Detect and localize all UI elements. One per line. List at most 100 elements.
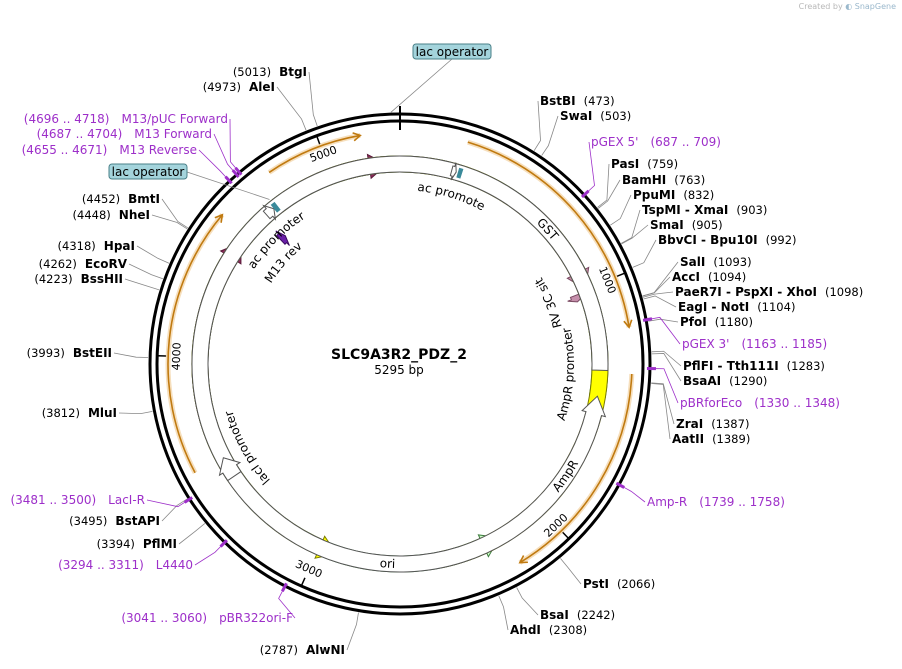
enzyme-leader-line <box>308 71 318 127</box>
enzyme-site[interactable]: AhdI(2308) <box>510 623 587 637</box>
credit-prefix: Created by <box>798 2 843 11</box>
enzyme-site[interactable]: (5013)BtgI <box>233 65 307 79</box>
primer-leader-line <box>278 587 296 619</box>
orf-laci-arrow[interactable] <box>167 214 223 474</box>
enzyme-site[interactable]: PasI(759) <box>611 157 678 171</box>
ampr-promoter-arrow[interactable] <box>191 155 609 573</box>
lac-operator-left-box[interactable]: lac operator <box>108 163 188 180</box>
lac-operator-lac-mark[interactable] <box>270 201 281 213</box>
enzyme-site[interactable]: BsaAI(1290) <box>683 374 767 388</box>
enzyme-label: BstBI(473) <box>540 94 615 108</box>
primer-site[interactable]: (3481 .. 3500)LacI-R <box>10 493 194 507</box>
enzyme-site[interactable]: TspMI - XmaI(903) <box>642 203 767 217</box>
enzyme-site[interactable]: PflFI - Tth111I(1283) <box>683 359 825 373</box>
enzyme-site[interactable]: BstBI(473) <box>540 94 615 108</box>
enzyme-site[interactable]: BbvCI - Bpu10I(992) <box>658 233 797 247</box>
primer-label: (4687 .. 4704)M13 Forward <box>37 127 212 141</box>
primer-leader-line <box>198 149 229 180</box>
enzyme-label: PpuMI(832) <box>633 188 714 202</box>
m13-rev-arrow[interactable] <box>275 230 290 246</box>
enzyme-site[interactable]: PpuMI(832) <box>633 188 714 202</box>
primer-binding-mark <box>219 539 228 548</box>
lac-operator-tac-mark[interactable] <box>456 167 464 179</box>
enzyme-site[interactable]: PfoI(1180) <box>680 315 753 329</box>
enzyme-leader-line <box>346 612 359 651</box>
enzyme-site[interactable]: PaeR7I - PspXI - XhoI(1098) <box>675 285 863 299</box>
lac-operator-top-box[interactable]: lac operator <box>412 43 492 60</box>
primer-label: (3294 .. 3311)L4440 <box>58 558 193 572</box>
lac-operator-top-leader <box>390 58 453 113</box>
primer-site[interactable]: (4687 .. 4704)M13 Forward <box>37 127 240 178</box>
primer-site[interactable]: Amp-R(1739 .. 1758) <box>615 481 785 509</box>
enzyme-label: (4318)HpaI <box>58 239 135 253</box>
enzyme-leader-line <box>560 558 582 585</box>
enzyme-site[interactable]: ZraI(1387) <box>676 417 749 431</box>
primer-binding-mark <box>231 169 240 178</box>
primer-leader-line <box>213 133 236 174</box>
enzyme-site[interactable]: (2787)AlwNI <box>260 643 345 657</box>
enzyme-leader-line <box>621 224 649 245</box>
enzyme-site[interactable]: SalI(1093) <box>680 255 752 269</box>
enzyme-site[interactable]: (3495)BstAPI <box>69 514 160 528</box>
enzyme-site[interactable]: (3993)BstEII <box>27 346 112 360</box>
primer-site[interactable]: pGEX 3'(1163 .. 1185) <box>642 317 827 351</box>
primer-binding-mark <box>224 175 233 185</box>
enzyme-label: AccI(1094) <box>672 270 746 284</box>
enzyme-label: (2787)AlwNI <box>260 643 345 657</box>
enzyme-leader-line <box>533 100 541 151</box>
orf-gst-arrow-head <box>623 319 633 329</box>
laci-promoter-arrow[interactable] <box>218 457 242 482</box>
lac-promoter-arrow[interactable] <box>262 204 277 221</box>
enzyme-leader-line <box>651 353 682 382</box>
primer-site[interactable]: (4696 .. 4718)M13/pUC Forward <box>24 112 243 176</box>
enzyme-label: PasI(759) <box>611 157 678 171</box>
ampr-promoter-label: AmpR promoter <box>554 326 577 422</box>
enzyme-label: BbvCI - Bpu10I(992) <box>658 233 797 247</box>
enzyme-site[interactable]: (4452)BmtI <box>82 192 160 206</box>
enzyme-site[interactable]: SwaI(503) <box>560 109 631 123</box>
orf-gst-arrow[interactable] <box>467 141 630 328</box>
orf-ampr-arrow[interactable] <box>519 373 633 564</box>
primer-site[interactable]: pGEX 5'(687 .. 709) <box>580 135 721 199</box>
enzyme-site[interactable]: PstI(2066) <box>583 577 655 591</box>
primer-site[interactable]: pBRforEco(1330 .. 1348) <box>646 366 840 410</box>
orf-lacza-arrow[interactable] <box>268 134 361 174</box>
enzyme-site[interactable]: AatII(1389) <box>672 432 750 446</box>
primer-site[interactable]: (3294 .. 3311)L4440 <box>58 539 228 572</box>
primer-label: pGEX 3'(1163 .. 1185) <box>682 337 827 351</box>
primer-binding-mark <box>580 189 590 199</box>
enzyme-site[interactable]: (4223)BssHII <box>34 272 123 286</box>
enzyme-label: (4973)AleI <box>203 80 275 94</box>
tick-mark <box>300 577 306 587</box>
primer-binding-mark <box>183 496 194 504</box>
label-leader-lines <box>113 58 682 651</box>
enzyme-site[interactable]: AccI(1094) <box>672 270 746 284</box>
primer-label: (3041 .. 3060)pBR322ori-F <box>121 611 293 625</box>
feature-arrows: lacZαGSTlacIoriAmpRtac promoterHRV 3C si… <box>0 0 609 573</box>
enzyme-site[interactable]: (4973)AleI <box>203 80 275 94</box>
enzyme-site[interactable]: SmaI(905) <box>650 218 723 232</box>
enzyme-leader-line <box>161 498 188 522</box>
primer-site[interactable]: (3041 .. 3060)pBR322ori-F <box>121 582 293 625</box>
enzyme-site[interactable]: (4262)EcoRV <box>39 257 128 271</box>
enzyme-leader-line <box>161 198 189 229</box>
enzyme-site[interactable]: (3394)PflMI <box>97 537 177 551</box>
enzyme-label: SwaI(503) <box>560 109 631 123</box>
enzyme-site[interactable]: BamHI(763) <box>622 173 705 187</box>
enzyme-label: SmaI(905) <box>650 218 723 232</box>
primer-site[interactable]: (4655 .. 4671)M13 Reverse <box>22 143 233 185</box>
enzyme-leader-line <box>124 278 160 291</box>
enzyme-label: (4448)NheI <box>73 208 150 222</box>
tick-mark <box>315 135 321 145</box>
enzyme-site[interactable]: EagI - NotI(1104) <box>678 300 795 314</box>
enzyme-site[interactable]: (4448)NheI <box>73 208 150 222</box>
enzyme-label: PfoI(1180) <box>680 315 753 329</box>
enzyme-site[interactable]: (4318)HpaI <box>58 239 135 253</box>
enzyme-label: (3394)PflMI <box>97 537 177 551</box>
enzyme-site[interactable]: BsaI(2242) <box>540 608 615 622</box>
enzyme-label: BsaAI(1290) <box>683 374 767 388</box>
tac-promoter-arrow[interactable] <box>449 162 457 181</box>
enzyme-site[interactable]: (3812)MluI <box>42 406 117 420</box>
enzyme-label: (4262)EcoRV <box>39 257 128 271</box>
primer-label: (4655 .. 4671)M13 Reverse <box>22 143 197 157</box>
